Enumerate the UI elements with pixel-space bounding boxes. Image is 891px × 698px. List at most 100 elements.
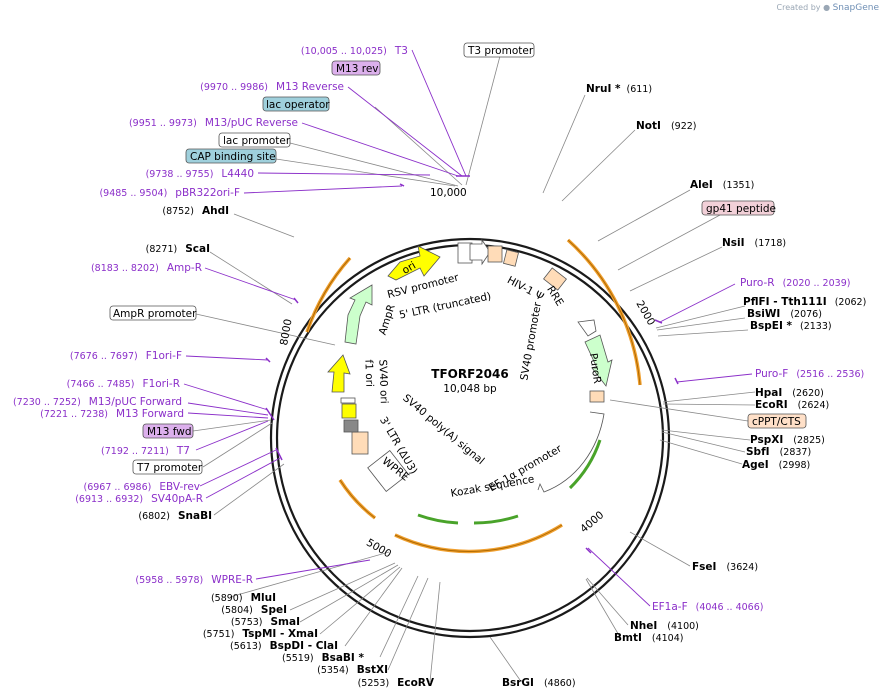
site-agei: AgeI(2998) xyxy=(742,459,810,471)
ruler-8000: 8000 xyxy=(278,318,294,346)
green-feature-arcs xyxy=(417,439,602,525)
site-smai: (5753)SmaI xyxy=(231,616,300,628)
puror-arrow xyxy=(584,334,613,387)
left-restriction-sites: (8752)AhdI (8271)ScaI (6802)SnaBI (5890)… xyxy=(138,205,435,689)
sv40pa-block xyxy=(343,419,359,433)
site-bspdi: (5613)BspDI - ClaI xyxy=(230,640,338,652)
site-snabi: (6802)SnaBI xyxy=(138,510,212,522)
site-scai: (8271)ScaI xyxy=(146,243,210,255)
svg-text:M13 fwd: M13 fwd xyxy=(147,426,192,438)
primer-t3: (10,005 .. 10,025)T3 xyxy=(301,45,408,57)
primer-lines-left xyxy=(183,49,467,580)
primer-sv40pa-r: (6913 .. 6932)SV40pA-R xyxy=(75,493,203,505)
primer-f1ori-f: (7676 .. 7697)F1ori-F xyxy=(70,350,182,362)
site-ahdi: (8752)AhdI xyxy=(162,205,229,217)
site-spei: (5804)SpeI xyxy=(221,604,287,616)
box-m13-rev: M13 rev xyxy=(331,60,381,76)
sv40ori-block xyxy=(341,403,357,419)
primer-wpre-r: (5958 .. 5978)WPRE-R xyxy=(135,574,253,586)
site-hpai: HpaI(2620) xyxy=(755,387,824,399)
site-nhei: NheI(4100) xyxy=(630,620,699,632)
wpre-block xyxy=(367,449,409,493)
outer-feature-arcs-core xyxy=(306,239,641,552)
svg-text:cPPT/CTS: cPPT/CTS xyxy=(752,416,801,428)
site-nrui: NruI *(611) xyxy=(586,83,652,95)
primer-pbr322ori-f: (9485 .. 9504)pBR322ori-F xyxy=(99,187,240,199)
rre-block xyxy=(543,267,567,291)
svg-text:T7 promoter: T7 promoter xyxy=(136,462,203,474)
left-primers: (10,005 .. 10,025)T3 (9970 .. 9986)M13 R… xyxy=(13,45,408,586)
primer-ef1a-f: EF1a-F(4046 .. 4066) xyxy=(652,601,763,613)
box-t7-promoter: T7 promoter xyxy=(132,459,203,475)
primer-amp-r: (8183 .. 8202)Amp-R xyxy=(91,262,202,274)
leader-lines-right xyxy=(489,94,756,681)
svg-text:T3 promoter: T3 promoter xyxy=(467,45,534,57)
feature-sv40-polya: SV40 poly(A) signal xyxy=(400,392,486,467)
feature-hiv-psi: HIV-1 Ψ xyxy=(505,274,546,303)
box-ampr-promoter: AmpR promoter xyxy=(109,305,197,321)
ef1a-promoter-arrow xyxy=(537,411,605,493)
primer-ebv-rev: (6967 .. 6986)EBV-rev xyxy=(84,481,201,493)
site-noti: NotI(922) xyxy=(636,120,696,132)
ori-arrow xyxy=(387,245,441,281)
feature-ori: ori xyxy=(400,260,418,277)
inner-features xyxy=(327,238,613,493)
boxed-labels: T3 promoter M13 rev lac operator lac pro… xyxy=(109,42,807,475)
box-cap-binding-site: CAP binding site xyxy=(185,148,277,164)
site-bsrgi: BsrGI(4860) xyxy=(502,677,576,689)
right-primers: Puro-R(2020 .. 2039) Puro-F(2516 .. 2536… xyxy=(652,277,864,613)
primer-m13-puc-reverse: (9951 .. 9973)M13/pUC Reverse xyxy=(129,117,298,129)
primer-m13-reverse: (9970 .. 9986)M13 Reverse xyxy=(200,81,344,93)
svg-text:M13 rev: M13 rev xyxy=(336,63,379,75)
feature-ampr: AmpR xyxy=(377,303,398,337)
site-ecorv: (5253)EcoRV xyxy=(358,677,435,689)
site-bstxi: (5354)BstXI xyxy=(317,664,388,676)
box-cppt-cts: cPPT/CTS xyxy=(747,413,807,429)
ampr-arrow xyxy=(344,284,373,345)
primer-m13-puc-forward: (7230 .. 7252)M13/pUC Forward xyxy=(13,396,182,408)
site-ecori: EcoRI(2624) xyxy=(755,399,829,411)
feature-puror: PuroR xyxy=(587,352,603,384)
credit-prefix: Created by xyxy=(776,3,821,12)
feature-sv40-promoter: SV40 promoter xyxy=(518,301,544,382)
psi-block xyxy=(502,249,520,267)
site-bsabi: (5519)BsaBI * xyxy=(282,652,364,664)
box-m13-fwd: M13 fwd xyxy=(142,423,194,439)
plasmid-size: 10,048 bp xyxy=(443,383,497,395)
site-nsii: NsiI(1718) xyxy=(722,237,786,249)
site-bsiwi: BsiWI(2076) xyxy=(747,308,822,320)
rsv-promoter-arrow xyxy=(469,238,491,266)
feature-sv40-ori: SV40 ori xyxy=(376,359,390,404)
site-pspxi: PspXI(2825) xyxy=(750,434,825,446)
site-alei: AleI(1351) xyxy=(690,179,754,191)
primer-t7: (7192 .. 7211)T7 xyxy=(101,445,190,457)
primer-puro-f: Puro-F(2516 .. 2536) xyxy=(755,368,864,380)
primer-puro-r: Puro-R(2020 .. 2039) xyxy=(740,277,850,289)
arc-green-bottom-1 xyxy=(417,513,459,525)
feature-f1-ori: f1 ori xyxy=(362,359,375,387)
svg-text:gp41 peptide: gp41 peptide xyxy=(706,203,776,215)
feature-rre: RRE xyxy=(544,284,565,308)
snapgene-logo-icon: ● xyxy=(823,3,831,12)
arc-left-lower xyxy=(338,479,377,520)
primer-f1ori-r: (7466 .. 7485)F1ori-R xyxy=(67,378,180,390)
cppt-block xyxy=(589,390,605,403)
svg-text:AmpR promoter: AmpR promoter xyxy=(113,308,197,320)
arc-green-right xyxy=(568,439,602,490)
site-mlui: (5890)MluI xyxy=(211,592,276,604)
right-restriction-sites: NruI *(611) NotI(922) AleI(1351) NsiI(17… xyxy=(502,83,866,689)
site-fsei: FseI(3624) xyxy=(692,561,758,573)
svg-text:lac promoter: lac promoter xyxy=(223,135,291,147)
arc-green-bottom-2 xyxy=(473,514,519,525)
snapgene-credit: Created by ● SnapGene xyxy=(777,3,880,13)
box-gp41-peptide: gp41 peptide xyxy=(701,200,776,216)
ruler-10000: 10,000 xyxy=(430,187,467,199)
ruler-5000: 5000 xyxy=(364,537,393,561)
site-sbfi: SbfI(2837) xyxy=(746,446,811,458)
primer-lines-right xyxy=(587,283,753,607)
site-bspei: BspEI *(2133) xyxy=(750,320,832,332)
svg-text:CAP binding site: CAP binding site xyxy=(190,151,276,163)
backbone-outer-ring xyxy=(269,237,671,639)
plasmid-name: TFORF2046 xyxy=(431,367,508,381)
